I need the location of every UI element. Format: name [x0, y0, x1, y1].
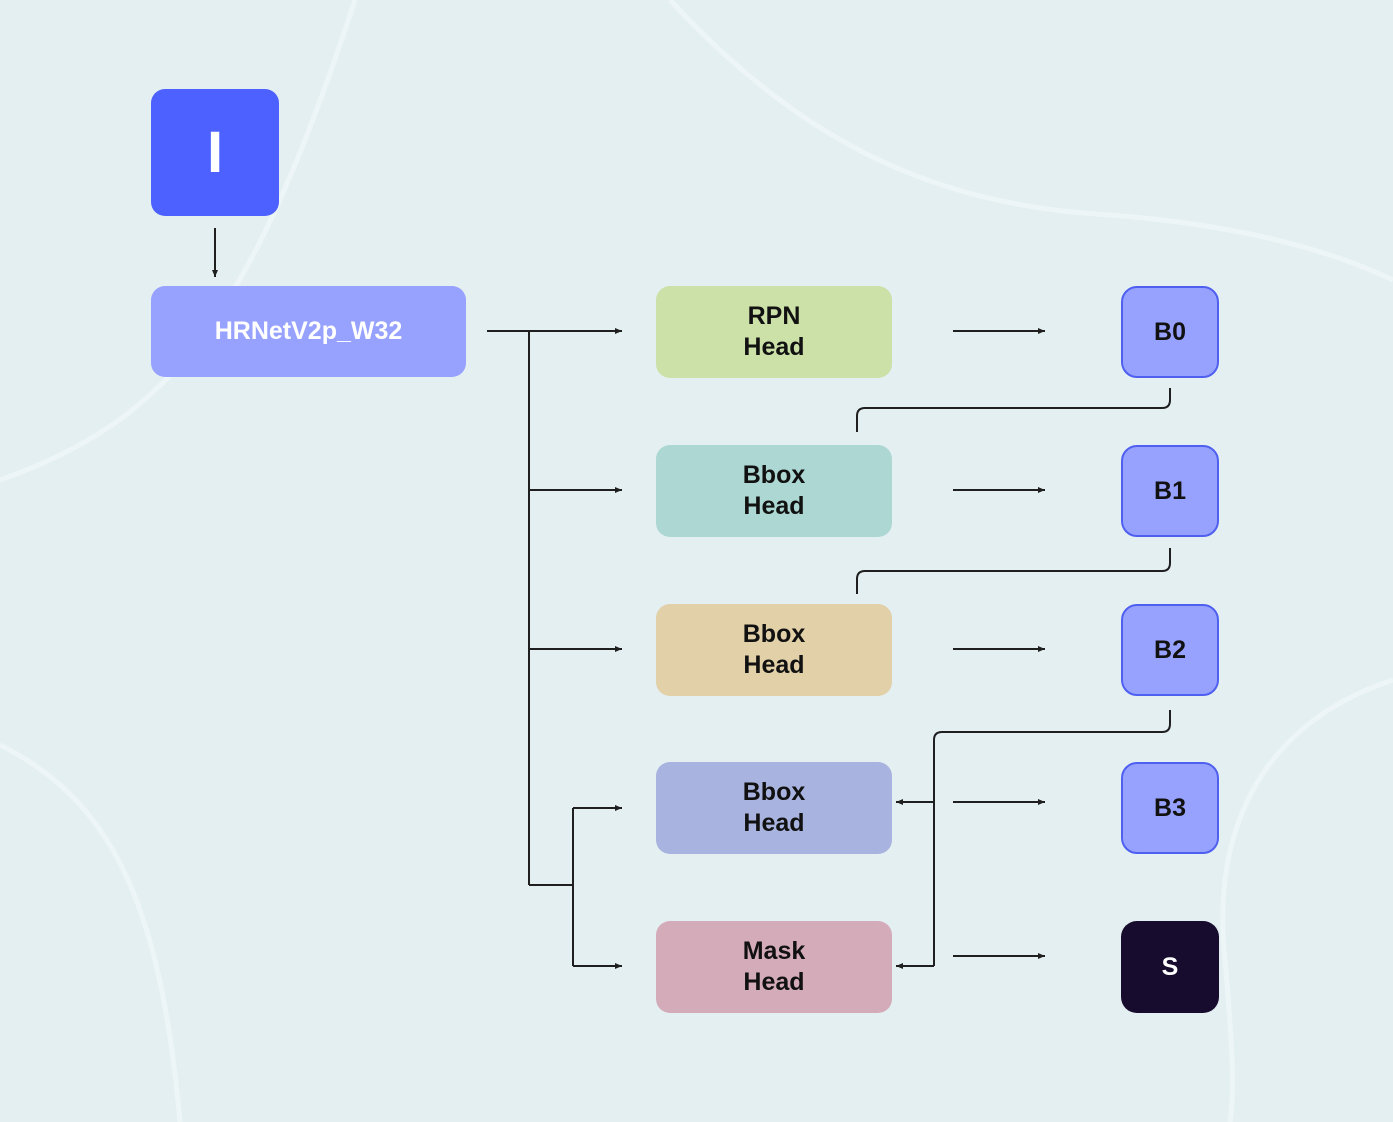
output-b0-label: B0 — [1154, 317, 1186, 346]
bbox-head-1-label: Bbox Head — [742, 461, 806, 520]
output-b2-label: B2 — [1154, 635, 1186, 664]
bbox-head-2-label: Bbox Head — [742, 620, 806, 679]
rpn-head-label: RPN Head — [743, 302, 805, 361]
output-s-label: S — [1161, 952, 1179, 981]
bbox-head-3-label: Bbox Head — [742, 778, 806, 837]
output-b0-node: B0 — [1121, 286, 1219, 378]
b0-feedback-line — [856, 388, 1171, 432]
input-node: I — [151, 89, 279, 216]
mask-head-label: Mask Head — [742, 937, 806, 996]
output-b3-label: B3 — [1154, 793, 1186, 822]
backbone-node: HRNetV2p_W32 — [151, 286, 466, 377]
b2-feedback-line — [933, 710, 1171, 966]
output-b2-node: B2 — [1121, 604, 1219, 696]
bbox-head-1-node: Bbox Head — [656, 445, 892, 537]
output-b3-node: B3 — [1121, 762, 1219, 854]
rpn-head-node: RPN Head — [656, 286, 892, 378]
input-node-label: I — [206, 119, 224, 185]
bbox-head-2-node: Bbox Head — [656, 604, 892, 696]
bbox-head-3-node: Bbox Head — [656, 762, 892, 854]
mask-head-node: Mask Head — [656, 921, 892, 1013]
output-s-node: S — [1121, 921, 1219, 1013]
output-b1-node: B1 — [1121, 445, 1219, 537]
backbone-label: HRNetV2p_W32 — [214, 317, 403, 345]
connectors — [212, 228, 1171, 969]
b1-feedback-line — [856, 548, 1171, 594]
output-b1-label: B1 — [1154, 476, 1186, 505]
